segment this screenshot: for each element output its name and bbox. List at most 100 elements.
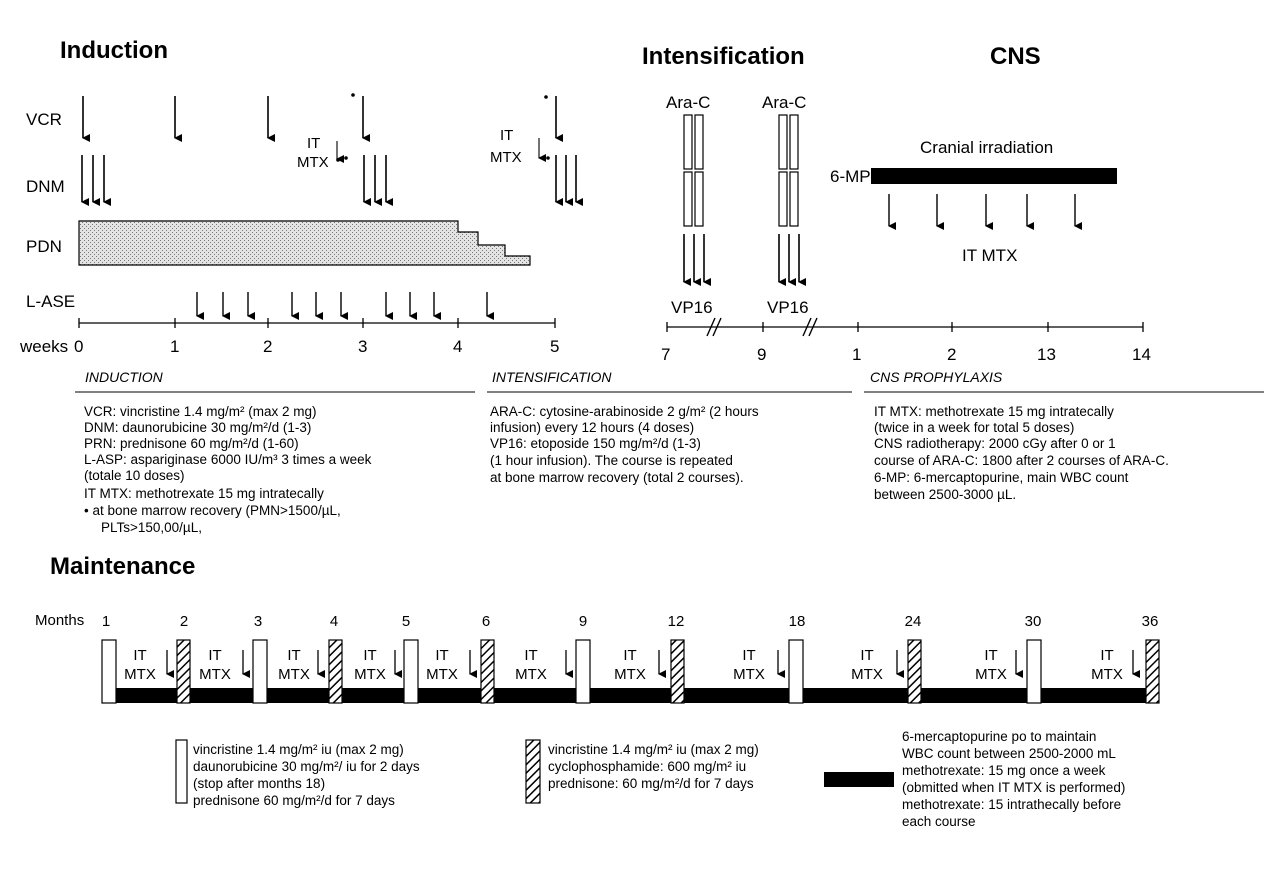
maintenance-mtx-label: MTX	[733, 666, 765, 683]
maintenance-white-block	[1026, 639, 1042, 704]
legend-intensification-line: VP16: etoposide 150 mg/m²/d (1-3)	[490, 436, 701, 451]
weeks-tick-4: 4	[453, 337, 462, 356]
legend-white-line: (stop after months 18)	[193, 776, 325, 791]
maintenance-mtx-label: MTX	[124, 666, 156, 683]
maintenance-blocks	[101, 639, 1160, 704]
legend-black-swatch	[824, 772, 894, 787]
maintenance-hatched-block	[907, 639, 922, 704]
legend-black-line: each course	[902, 814, 976, 829]
month-tick: 18	[789, 613, 806, 630]
legend-cns-line: CNS radiotherapy: 2000 cGy after 0 or 1	[874, 436, 1116, 451]
arac-label-2: Ara-C	[762, 93, 806, 112]
row-label-dnm: DNM	[26, 177, 65, 196]
dnm-arrows	[81, 155, 583, 206]
legend-title-induction: INDUCTION	[85, 369, 164, 385]
month-tick: 9	[579, 613, 587, 630]
legend-white-swatch	[175, 739, 188, 804]
maintenance-black-bar	[116, 688, 1156, 703]
month-tick: 24	[905, 613, 922, 630]
cranial-irradiation-label: Cranial irradiation	[920, 138, 1053, 157]
month-tick: 3	[254, 613, 262, 630]
row-label-vcr: VCR	[26, 110, 62, 129]
row-label-lase: L-ASE	[26, 292, 75, 311]
maintenance-white-block	[788, 639, 804, 704]
legend-cns-lines: IT MTX: methotrexate 15 mg intratecally …	[874, 404, 1169, 502]
maintenance-it-label: IT	[742, 647, 755, 664]
legend-hatched-line: prednisone: 60 mg/m²/d for 7 days	[548, 776, 754, 791]
legend-white-line: prednisone 60 mg/m²/d for 7 days	[193, 793, 395, 808]
legend-black-line: (obmitted when IT MTX is performed)	[902, 780, 1125, 795]
maintenance-it-label: IT	[363, 647, 376, 664]
legend-black-line: methotrexate: 15 mg once a week	[902, 763, 1106, 778]
maintenance-it-label: IT	[524, 647, 537, 664]
maintenance-it-label: IT	[208, 647, 221, 664]
legend-cns-line: course of ARA-C: 1800 after 2 courses of…	[874, 453, 1169, 468]
vp16-arrows	[683, 234, 806, 286]
weeks-tick-3: 3	[358, 337, 367, 356]
weeks-tick-0: 0	[74, 337, 83, 356]
induction-it-label-1: IT	[307, 135, 320, 152]
header-intensification: Intensification	[642, 43, 805, 70]
mp-label: 6-MP	[830, 167, 871, 186]
legend-intensification-line: ARA-C: cytosine-arabinoside 2 g/m² (2 ho…	[490, 404, 759, 419]
right-tick-2: 2	[947, 345, 956, 364]
legend-cns-line: between 2500-3000 µL.	[874, 487, 1016, 502]
legend-cns-line: IT MTX: methotrexate 15 mg intratecally	[874, 404, 1114, 419]
legend-title-cns: CNS PROPHYLAXIS	[870, 369, 1003, 385]
legend-white-line: daunorubicine 30 mg/m²/ iu for 2 days	[193, 759, 420, 774]
induction-it-label-2: IT	[500, 127, 513, 144]
maintenance-it-label: IT	[860, 647, 873, 664]
weeks-tick-2: 2	[263, 337, 272, 356]
maintenance-mtx-label: MTX	[199, 666, 231, 683]
legend-cns-line: 6-MP: 6-mercaptopurine, main WBC count	[874, 470, 1129, 485]
maintenance-it-label: IT	[1100, 647, 1113, 664]
legend-black-line: 6-mercaptopurine po to maintain	[902, 729, 1096, 744]
legend-black-line: methotrexate: 15 intrathecally before	[902, 797, 1121, 812]
month-tick: 30	[1025, 613, 1042, 630]
cns-it-mtx-label: IT MTX	[962, 246, 1017, 265]
legend-induction-line: IT MTX: methotrexate 15 mg intratecally	[84, 486, 324, 501]
maintenance-mtx-label: MTX	[1091, 666, 1123, 683]
induction-mtx-label-1: MTX	[297, 154, 329, 171]
maintenance-it-label: IT	[623, 647, 636, 664]
maintenance-white-block	[101, 639, 117, 704]
legend-induction-line: (totale 10 doses)	[84, 468, 185, 483]
maintenance-it-label: IT	[287, 647, 300, 664]
cranial-irradiation-bar	[871, 168, 1117, 184]
month-tick: 2	[180, 613, 188, 630]
induction-mtx-label-2: MTX	[490, 149, 522, 166]
maintenance-it-label: IT	[133, 647, 146, 664]
right-axis-ticks	[666, 322, 1144, 332]
maintenance-hatched-block	[1145, 639, 1160, 704]
legend-hatched-lines: vincristine 1.4 mg/m² iu (max 2 mg) cycl…	[548, 742, 759, 791]
pdn-block	[78, 220, 531, 266]
legend-induction-line: • at bone marrow recovery (PMN>1500/µL,	[84, 503, 341, 518]
weeks-axis-ticks	[78, 318, 556, 328]
maintenance-hatched-block	[670, 639, 685, 704]
legend-hatched-swatch	[525, 739, 541, 804]
maintenance-white-block	[252, 639, 268, 704]
legend-white-line: vincristine 1.4 mg/m² iu (max 2 mg)	[193, 742, 404, 757]
maintenance-hatched-block	[176, 639, 191, 704]
maintenance-mtx-label: MTX	[278, 666, 310, 683]
legend-induction-line: DNM: daunorubicine 30 mg/m²/d (1-3)	[84, 420, 311, 435]
legend-black-line: WBC count between 2500-2000 mL	[902, 746, 1116, 761]
legend-title-intensification: INTENSIFICATION	[492, 369, 612, 385]
vp16-label-1: VP16	[671, 298, 713, 317]
legend-intensification-lines: ARA-C: cytosine-arabinoside 2 g/m² (2 ho…	[490, 404, 759, 485]
axis-break-marks	[706, 317, 818, 337]
legend-induction-line: PLTs>150,00/µL,	[101, 520, 202, 535]
legend-induction-lines: VCR: vincristine 1.4 mg/m² (max 2 mg) DN…	[84, 404, 372, 535]
header-induction: Induction	[60, 37, 168, 64]
maintenance-it-label: IT	[984, 647, 997, 664]
maintenance-hatched-block	[480, 639, 495, 704]
maintenance-mtx-label: MTX	[975, 666, 1007, 683]
row-label-pdn: PDN	[26, 237, 62, 256]
right-tick-14: 14	[1132, 345, 1151, 364]
maintenance-white-block	[575, 639, 591, 704]
month-tick: 1	[102, 613, 110, 630]
maintenance-it-label: IT	[435, 647, 448, 664]
legend-intensification-line: at bone marrow recovery (total 2 courses…	[490, 470, 744, 485]
maintenance-mtx-label: MTX	[515, 666, 547, 683]
